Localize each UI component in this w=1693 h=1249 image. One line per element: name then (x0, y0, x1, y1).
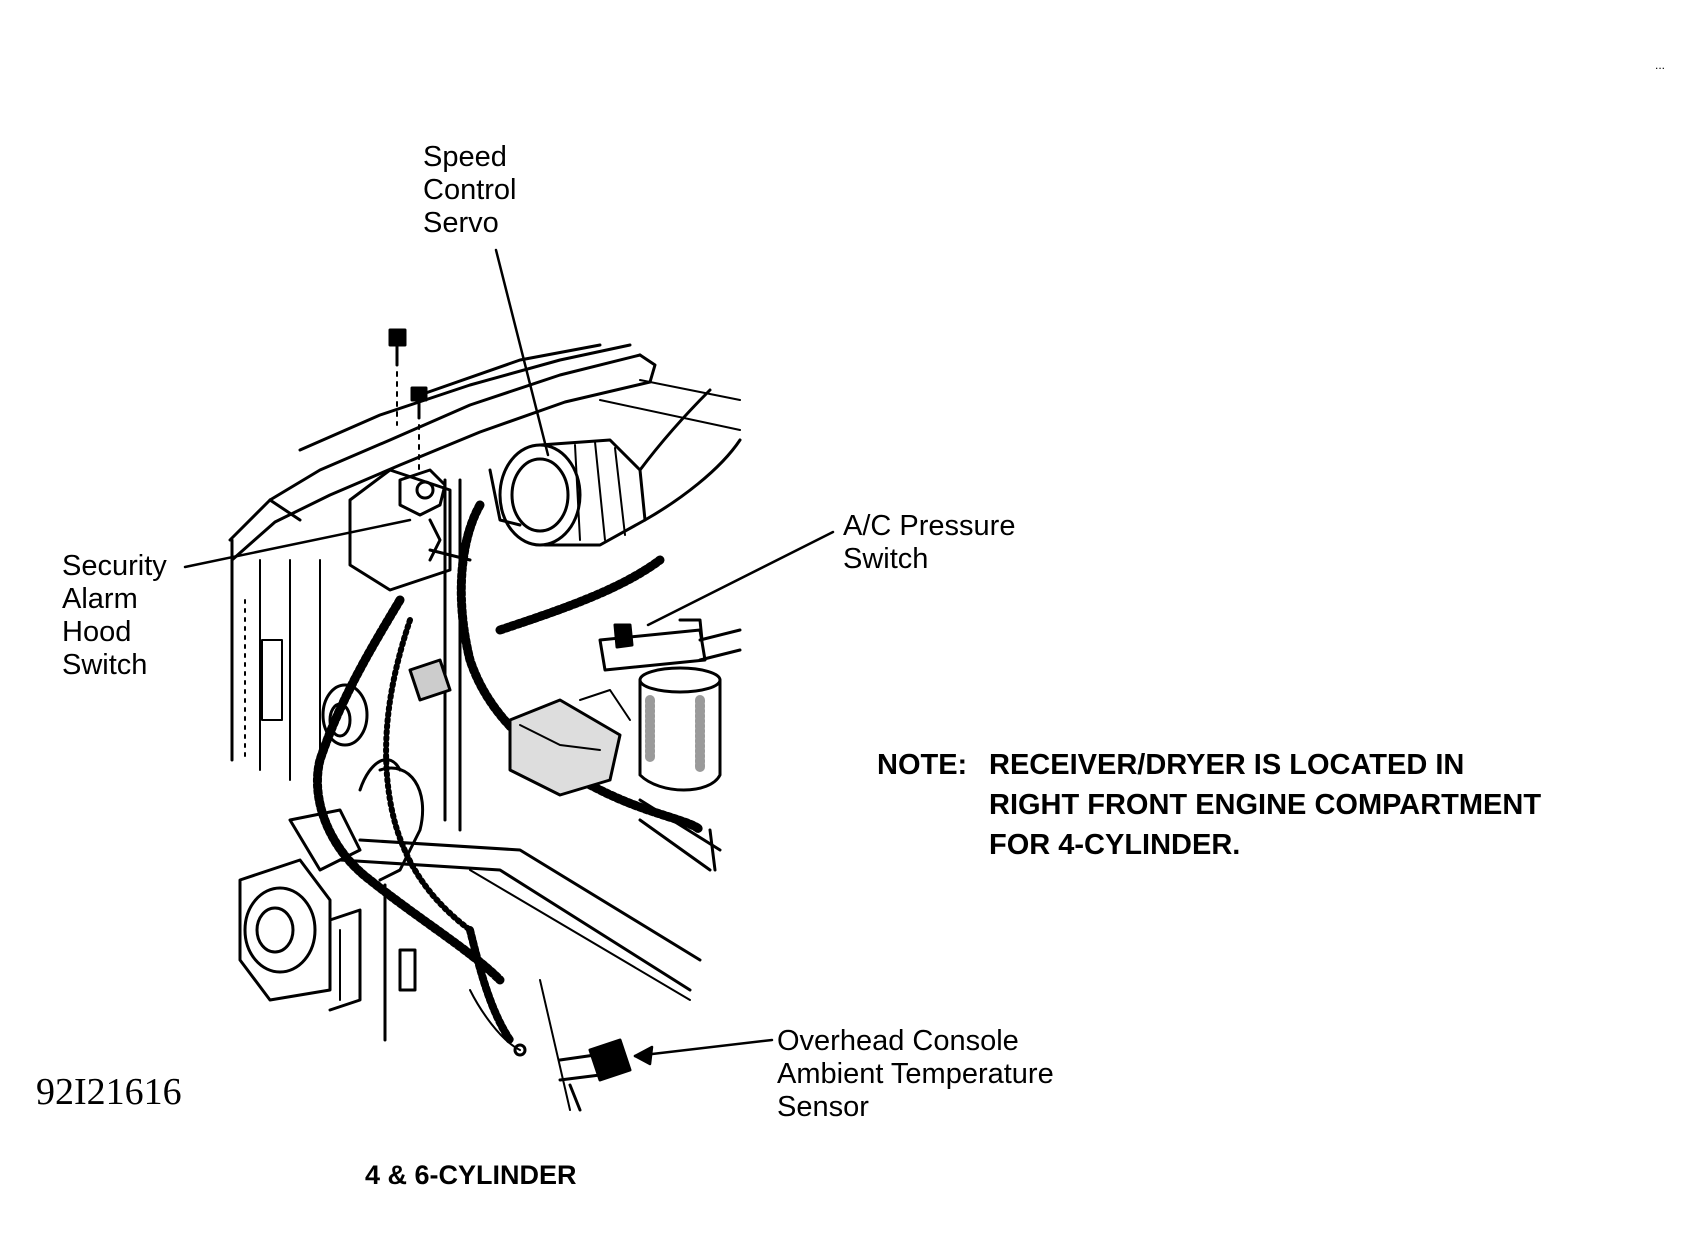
sensor-leader (633, 1038, 774, 1058)
bolts (388, 328, 428, 471)
left-panel (230, 558, 321, 801)
hood-switch-leader (183, 518, 412, 569)
leader-lines (183, 248, 835, 1066)
harness-connectors (408, 658, 631, 797)
refrigerant-lines (638, 798, 722, 872)
note-label: NOTE: (877, 749, 968, 781)
lower-bracket (288, 758, 425, 882)
speed-control-servo-body (488, 388, 742, 547)
figure-id: 92I21616 (36, 1071, 182, 1113)
cowl-panel (228, 343, 741, 562)
firewall-lower (338, 838, 702, 1111)
speed-servo-leader (494, 248, 550, 457)
blower-motor (238, 858, 362, 1012)
note-text: RECEIVER/DRYER IS LOCATED IN RIGHT FRONT… (989, 749, 1542, 861)
ac-switch-leader (646, 530, 835, 627)
overhead-console-sensor-label: Overhead Console Ambient Temperature Sen… (777, 1025, 1054, 1123)
ac-pressure-switch-label: A/C Pressure Switch (843, 510, 1016, 575)
corner-mark: ... (1655, 58, 1666, 72)
ambient-temperature-sensor-body (469, 989, 632, 1112)
ac-pressure-switch-body (598, 618, 742, 672)
receiver-dryer (638, 666, 722, 792)
hood-switch-bracket (348, 468, 472, 832)
speed-control-servo-label: Speed Control Servo (423, 141, 517, 239)
security-alarm-hood-switch-label: Security Alarm Hood Switch (62, 550, 167, 681)
sensor-arrowhead (633, 1045, 654, 1066)
figure-caption: 4 & 6-CYLINDER (365, 1160, 577, 1190)
